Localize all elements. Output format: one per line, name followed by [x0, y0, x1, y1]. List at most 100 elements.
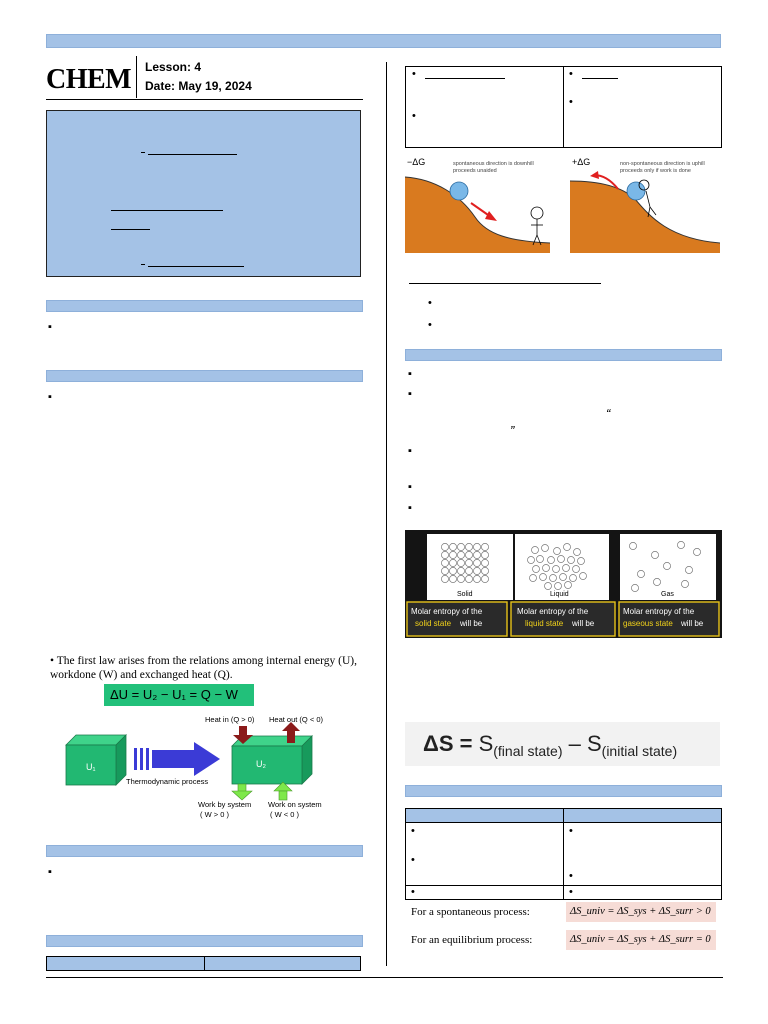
close-quote: ”	[510, 423, 515, 438]
date-line: Date: May 19, 2024	[145, 79, 252, 93]
solid-label: Solid	[457, 591, 473, 598]
footer-rule	[46, 977, 723, 978]
gas-will-be: will be	[680, 619, 704, 628]
chem-logo: CHEM	[46, 64, 132, 95]
list-bullet: ▪	[408, 502, 412, 514]
blank-line	[409, 283, 601, 284]
list-bullet: •	[411, 886, 415, 898]
list-bullet: •	[428, 297, 432, 309]
downhill-caption: spontaneous direction is downhill	[453, 161, 534, 167]
downhill-caption-2: proceeds unaided	[453, 168, 497, 174]
liquid-will-be: will be	[571, 619, 595, 628]
blank-line	[111, 210, 223, 211]
final-subscript: (final state)	[493, 743, 563, 759]
uphill-caption-2: proceeds only if work is done	[620, 168, 691, 174]
liquid-caption: Molar entropy of the	[517, 607, 589, 616]
list-bullet: •	[569, 68, 573, 80]
list-bullet: ▪	[408, 368, 412, 380]
delta-s-symbol: ΔS =	[423, 731, 479, 756]
section-header	[46, 300, 363, 312]
section-header	[46, 935, 363, 947]
header-rule	[46, 99, 363, 100]
work-on-sign: ( W < 0 )	[270, 810, 299, 819]
table-cell	[405, 885, 564, 900]
table-cell	[563, 885, 722, 900]
u2-label: U₂	[256, 759, 266, 769]
gas-label: Gas	[661, 591, 674, 598]
table-header-cell	[204, 956, 361, 971]
liquid-label: Liquid	[550, 591, 569, 598]
spontaneous-equation: ΔS_univ = ΔS_sys + ΔS_surr > 0	[566, 902, 716, 922]
section-header	[405, 785, 722, 797]
list-bullet: •	[569, 886, 573, 898]
objectives-box	[46, 110, 361, 277]
list-bullet: ▪	[48, 866, 52, 878]
table-cell	[563, 822, 722, 886]
spontaneous-label: For a spontaneous process:	[411, 906, 530, 918]
heat-in-label: Heat in (Q > 0)	[205, 715, 255, 724]
section-header	[405, 349, 722, 361]
solid-particles	[441, 543, 489, 583]
first-law-equation: ΔU = U₂ − U₁ = Q − W	[104, 684, 254, 706]
list-bullet: ▪	[408, 481, 412, 493]
states-of-matter-figure: Solid Liquid Gas Molar entropy of the Mo…	[405, 530, 722, 638]
list-bullet: ▪	[408, 445, 412, 457]
uphill-caption: non-spontaneous direction is uphill	[620, 161, 705, 167]
process-label: Thermodynamic process	[126, 777, 208, 786]
list-bullet: •	[411, 825, 415, 837]
heat-out-label: Heat out (Q < 0)	[269, 715, 323, 724]
gas-highlight: gaseous state	[623, 619, 673, 628]
plus-delta-g: +ΔG	[572, 157, 590, 167]
column-divider	[386, 62, 387, 966]
list-bullet: •	[569, 96, 573, 108]
table-cell	[563, 66, 722, 148]
gas-caption: Molar entropy of the	[623, 607, 695, 616]
initial-subscript: (initial state)	[601, 743, 678, 759]
table-cell	[405, 822, 564, 886]
list-bullet: •	[411, 854, 415, 866]
equilibrium-label: For an equilibrium process:	[411, 934, 533, 946]
first-law-intro: • The first law arises from the relation…	[50, 655, 357, 681]
downhill-figure: −ΔG spontaneous direction is downhill pr…	[405, 155, 550, 253]
solid-caption: Molar entropy of the	[411, 607, 483, 616]
final-s: S	[478, 731, 494, 756]
lesson-label: Lesson: 4	[145, 60, 202, 74]
list-bullet: •	[412, 110, 416, 122]
blank-line	[111, 229, 150, 230]
initial-s: S	[586, 731, 602, 756]
blank-line	[425, 78, 505, 79]
blank-line	[141, 152, 145, 153]
table-header-cell	[405, 808, 564, 823]
work-on-label: Work on system	[268, 800, 322, 809]
u1-label: U₁	[86, 762, 96, 772]
list-bullet: ▪	[48, 321, 52, 333]
list-bullet: •	[569, 870, 573, 882]
list-bullet: •	[428, 319, 432, 331]
solid-highlight: solid state	[415, 619, 452, 628]
list-bullet: •	[412, 68, 416, 80]
date-value: May 19, 2024	[178, 79, 252, 93]
list-bullet: ▪	[48, 391, 52, 403]
blank-line	[148, 266, 244, 267]
section-header	[46, 370, 363, 382]
entropy-equation: ΔS = S(final state) – S(initial state)	[405, 722, 720, 766]
list-bullet: •	[569, 825, 573, 837]
section-header	[46, 845, 363, 857]
liquid-particles	[527, 543, 587, 590]
open-quote: “	[606, 406, 611, 421]
table-header-cell	[563, 808, 722, 823]
thermodynamic-process-diagram: U₁ Thermodynamic process U₂ Heat in (Q >…	[65, 715, 323, 819]
top-banner	[46, 34, 721, 48]
blank-line	[582, 78, 618, 79]
solid-will-be: will be	[459, 619, 483, 628]
liquid-highlight: liquid state	[525, 619, 564, 628]
blank-line	[141, 264, 145, 265]
uphill-figure: +ΔG non-spontaneous direction is uphill …	[570, 155, 720, 253]
logo-divider	[136, 56, 137, 98]
gas-particles	[629, 541, 701, 592]
date-label: Date:	[145, 79, 176, 93]
table-header-cell	[46, 956, 205, 971]
blank-line	[148, 154, 237, 155]
equilibrium-equation: ΔS_univ = ΔS_sys + ΔS_surr = 0	[566, 930, 716, 950]
work-by-sign: ( W > 0 )	[200, 810, 229, 819]
